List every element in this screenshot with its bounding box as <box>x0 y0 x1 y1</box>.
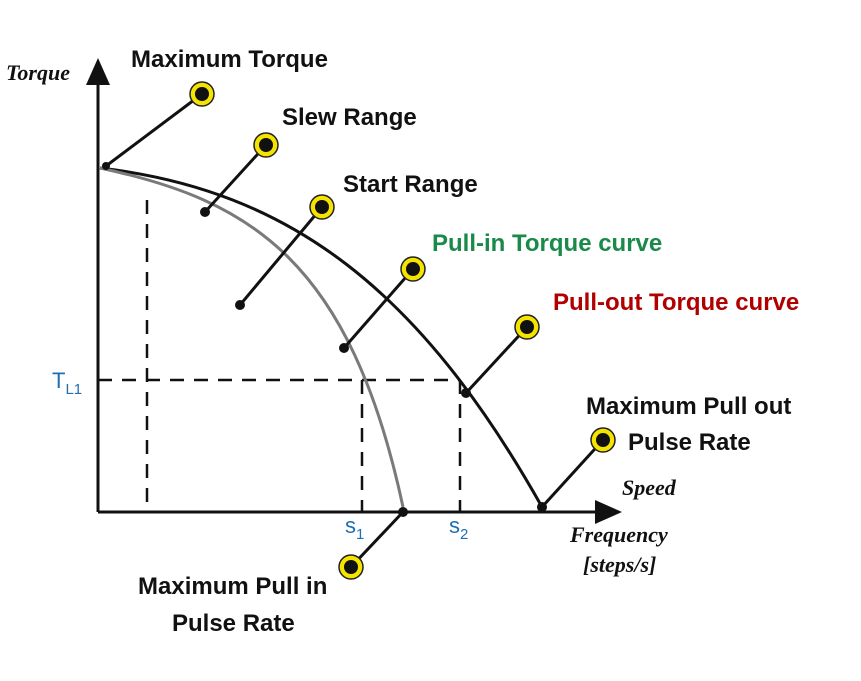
guide-lines <box>98 200 462 512</box>
label-pull-in-torque-curve: Pull-in Torque curve <box>432 230 662 257</box>
dot-start-range <box>235 300 245 310</box>
leader-pull-out-curve <box>464 325 529 395</box>
label-pull-out-torque-curve: Pull-out Torque curve <box>553 289 799 316</box>
bullet-max-pull-in <box>338 554 364 580</box>
tick-label-s2-sub: 2 <box>460 526 468 543</box>
label-slew-range: Slew Range <box>282 104 417 131</box>
label-max-pull-out-line2: Pulse Rate <box>628 429 751 456</box>
label-maximum-torque: Maximum Torque <box>131 46 328 73</box>
leader-slew-range <box>203 143 268 214</box>
dot-max-pull-in <box>398 507 408 517</box>
tick-label-tl1: TL1 <box>52 368 82 398</box>
tick-label-tl1-main: T <box>52 368 65 393</box>
endpoint-dots <box>102 162 547 517</box>
tick-label-s2: s2 <box>449 513 468 543</box>
bullet-max-pull-out <box>590 427 616 453</box>
leader-lines <box>105 92 605 569</box>
x-axis-label-frequency: Frequency <box>569 522 668 547</box>
dot-max-pull-out <box>537 502 547 512</box>
tick-label-s1-sub: 1 <box>356 526 364 543</box>
dot-max-torque <box>102 162 110 170</box>
tick-label-s1: s1 <box>345 513 364 543</box>
label-max-pull-in-line1: Maximum Pull in <box>138 573 327 600</box>
bullet-slew-range <box>253 132 279 158</box>
tick-label-tl1-sub: L1 <box>65 381 82 398</box>
bullet-markers <box>189 81 616 580</box>
label-max-pull-in-line2: Pulse Rate <box>172 610 295 637</box>
bullet-start-range <box>309 194 335 220</box>
dot-slew-range <box>200 207 210 217</box>
bullet-max-torque <box>189 81 215 107</box>
leader-max-pull-out <box>540 438 605 509</box>
leader-start-range <box>238 206 324 306</box>
dot-pull-in-curve <box>339 343 349 353</box>
bullet-pull-out-curve <box>514 314 540 340</box>
x-axis-label-speed: Speed <box>622 475 677 500</box>
tick-label-s2-main: s <box>449 513 460 538</box>
label-start-range: Start Range <box>343 171 478 198</box>
bullet-pull-in-curve <box>400 256 426 282</box>
y-axis-label: Torque <box>6 60 70 85</box>
dot-pull-out-curve <box>461 388 471 398</box>
leader-max-torque <box>105 92 203 168</box>
leader-pull-in-curve <box>342 268 415 349</box>
tick-label-s1-main: s <box>345 513 356 538</box>
pull-in-torque-curve <box>99 166 405 508</box>
x-axis-label-units: [steps/s] <box>583 552 656 577</box>
pull-out-torque-curve <box>99 166 544 508</box>
label-max-pull-out-line1: Maximum Pull out <box>586 393 791 420</box>
